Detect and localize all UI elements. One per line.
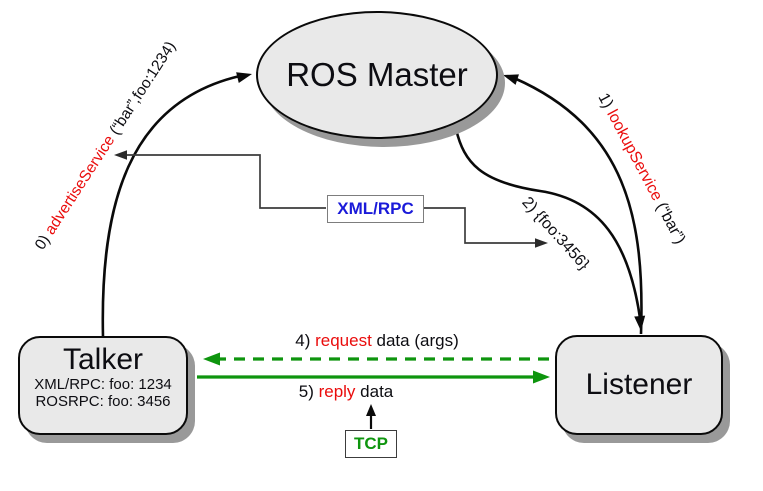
request-arrowhead-icon — [203, 352, 220, 366]
ros-master-label: ROS Master — [286, 56, 468, 93]
reply-arrowhead-icon — [533, 370, 550, 384]
xmlrpc-protocol-box: XML/RPC — [327, 195, 424, 223]
reply-args: data — [355, 382, 394, 401]
listener-label: Listener — [585, 368, 693, 401]
advertise-arrowhead-icon — [236, 72, 252, 83]
reply-keyword: reply — [318, 382, 356, 401]
tcp-protocol-box: TCP — [345, 430, 397, 458]
xmlrpc-protocol-label: XML/RPC — [337, 199, 414, 218]
reply-step-number: 5) — [298, 382, 319, 401]
request-args: data (args) — [371, 331, 459, 350]
request-step-number: 4) — [295, 331, 316, 350]
xmlrpc-left-arrowhead-icon — [114, 150, 127, 160]
listener-node: Listener — [555, 335, 723, 435]
lookup-arrowhead-icon — [503, 74, 519, 85]
talker-title: Talker — [62, 343, 144, 376]
lookup-service-arrow — [513, 76, 643, 335]
advertise-service-arrow — [101, 74, 241, 338]
response-arrow — [454, 128, 642, 319]
tcp-protocol-label: TCP — [354, 434, 388, 453]
talker-node: Talker XML/RPC: foo: 1234 ROSRPC: foo: 3… — [18, 336, 188, 435]
tcp-arrowhead-icon — [366, 404, 376, 416]
xmlrpc-connector-right — [424, 207, 536, 244]
xmlrpc-connector-left — [121, 154, 326, 209]
talker-rosrpc-port: ROSRPC: foo: 3456 — [35, 393, 171, 410]
request-label: 4) request data (args) — [295, 331, 458, 351]
ros-master-node: ROS Master — [256, 11, 498, 139]
xmlrpc-right-arrowhead-icon — [535, 238, 548, 248]
request-keyword: request — [315, 331, 372, 350]
talker-xmlrpc-port: XML/RPC: foo: 1234 — [34, 376, 172, 393]
response-arrowhead-icon — [634, 315, 646, 331]
reply-label: 5) reply data — [299, 382, 394, 402]
